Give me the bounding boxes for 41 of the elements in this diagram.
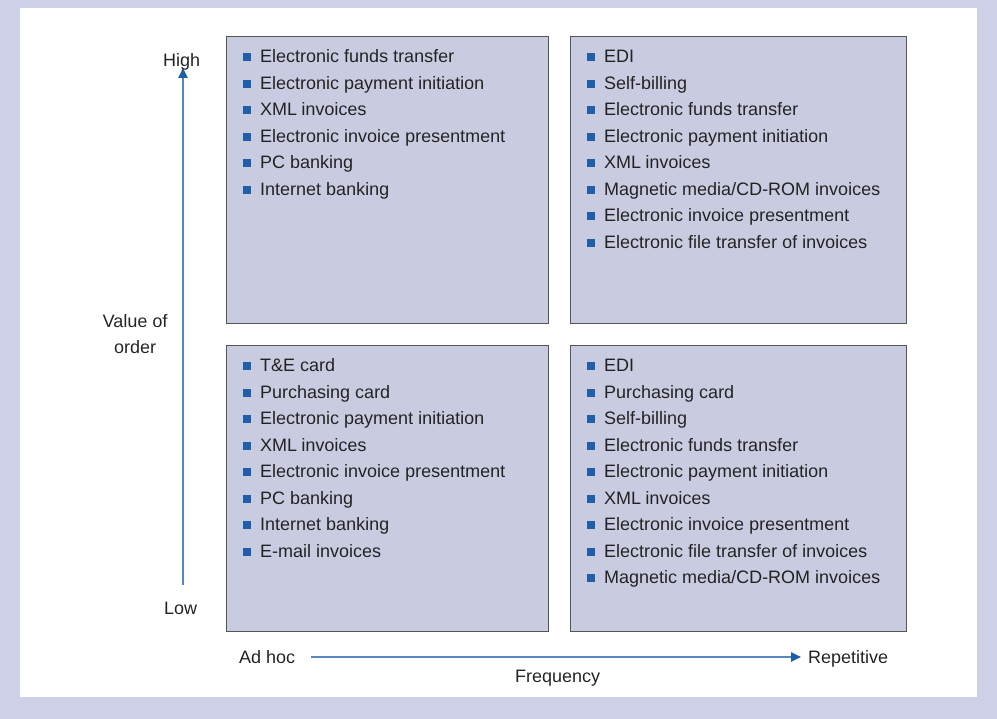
list-item: Electronic payment initiation xyxy=(260,407,484,430)
list-item: Electronic payment initiation xyxy=(604,124,828,148)
axis-label: Low xyxy=(164,597,198,619)
list-item: Electronic file transfer of invoices xyxy=(604,230,868,254)
list-item: Electronic file transfer of invoices xyxy=(604,540,868,562)
list-item: T&E card xyxy=(260,354,336,377)
quadrant-box xyxy=(226,36,549,324)
list-item: Magnetic media/CD-ROM invoices xyxy=(604,566,880,589)
list-item: E-mail invoices xyxy=(260,540,382,562)
list-item: Electronic invoice presentment xyxy=(604,513,850,536)
list-item: Electronic funds transfer xyxy=(260,45,454,68)
quadrant-box xyxy=(570,36,907,324)
list-item: Electronic payment initiation xyxy=(260,72,484,95)
list-item: Self-billing xyxy=(604,407,688,430)
list-item: Internet banking xyxy=(260,178,390,201)
list-item: Internet banking xyxy=(260,513,390,536)
list-item: Purchasing card xyxy=(604,380,734,404)
list-item: XML invoices xyxy=(260,434,366,456)
list-item: Self-billing xyxy=(604,72,688,95)
list-item: Electronic payment initiation xyxy=(604,460,828,483)
list-item: Magnetic media/CD-ROM invoices xyxy=(604,178,880,201)
list-item: XML invoices xyxy=(604,486,710,510)
list-item: XML invoices xyxy=(604,151,710,174)
list-item: Electronic funds transfer xyxy=(604,434,798,456)
quadrant-box xyxy=(570,345,907,632)
list-item: Electronic funds transfer xyxy=(604,98,798,121)
list-item: Purchasing card xyxy=(260,380,390,404)
axis-label: Repetitive xyxy=(808,646,888,668)
list-item: Electronic invoice presentment xyxy=(604,204,850,227)
list-item: EDI xyxy=(604,354,634,377)
axis-label: High xyxy=(163,49,200,71)
axis-label: Ad hoc xyxy=(239,646,296,668)
list-item: Electronic invoice presentment xyxy=(260,124,506,148)
list-item: Electronic invoice presentment xyxy=(260,460,506,483)
list-item: EDI xyxy=(604,45,634,68)
list-item: XML invoices xyxy=(260,98,366,121)
list-item: PC banking xyxy=(260,486,354,510)
axis-title: Value of order xyxy=(102,310,168,359)
list-item: PC banking xyxy=(260,151,354,174)
quadrant-box xyxy=(226,345,549,632)
axis-title: Frequency xyxy=(515,665,600,687)
